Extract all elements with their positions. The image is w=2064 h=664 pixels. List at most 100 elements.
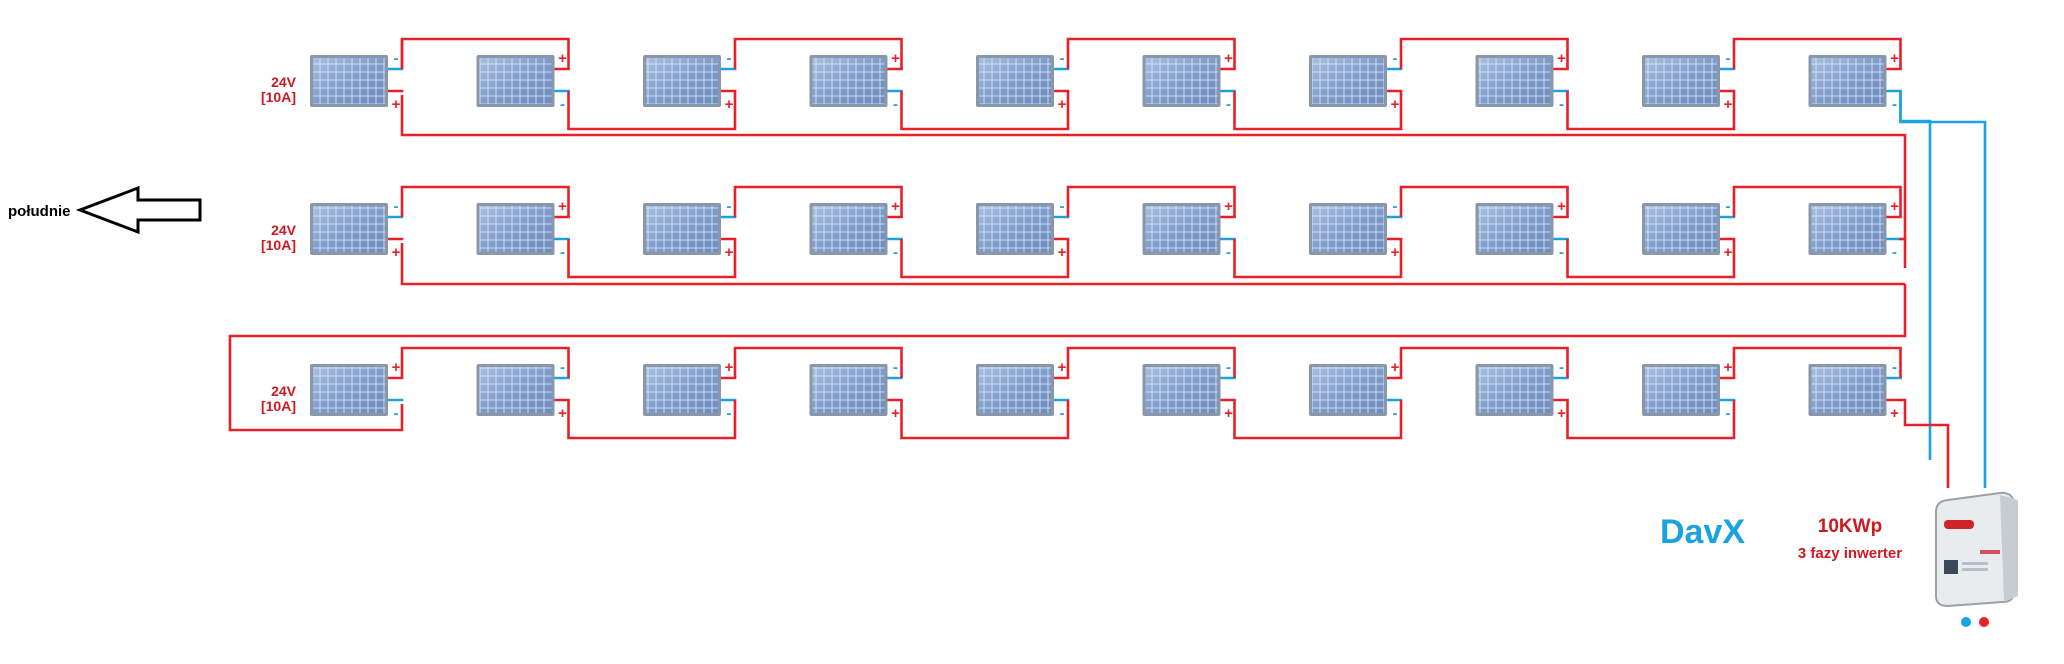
solar-panel-icon [476, 364, 555, 416]
plus-sign: + [1724, 359, 1733, 376]
row-labels: 24V[10A]24V[10A]24V[10A] [261, 74, 297, 414]
plus-sign: + [558, 405, 567, 422]
wiring [228, 37, 1987, 488]
solar-panel-icon [1142, 55, 1221, 107]
panel-grid [812, 206, 885, 252]
plus-sign: + [1224, 405, 1233, 422]
row-link [400, 243, 1905, 286]
panel-grid [1478, 206, 1551, 252]
solar-panel-icon [310, 55, 388, 107]
solar-panel-icon [1642, 55, 1720, 107]
panel-grid [479, 367, 552, 413]
minus-sign: - [727, 198, 732, 215]
minus-sign: - [1726, 50, 1731, 67]
solar-panel-icon [1475, 55, 1554, 107]
panel-grid [1478, 367, 1551, 413]
minus-sign: - [1559, 96, 1564, 113]
minus-sign: - [1892, 244, 1897, 261]
minus-sign: - [1892, 96, 1897, 113]
plus-sign: + [1890, 50, 1899, 67]
minus-sign: - [394, 50, 399, 67]
plus-sign: + [891, 50, 900, 67]
solar-panel-icon [1642, 203, 1720, 255]
series-link [567, 400, 737, 440]
solar-panel-icon [1642, 364, 1720, 416]
series-link [1732, 185, 1902, 217]
plus-sign: + [1557, 405, 1566, 422]
row-current: [10A] [261, 89, 296, 105]
row-voltage: 24V [271, 222, 297, 238]
series-link [900, 400, 1070, 440]
inverter-terminals [1961, 617, 1989, 627]
series-link [733, 37, 903, 69]
series-link [900, 239, 1070, 279]
minus-sign: - [1559, 244, 1564, 261]
panel-grid [1645, 58, 1717, 104]
panel-array: -++--++--++--++--++--++--++--++--++--++-… [310, 50, 1899, 422]
series-link [1233, 239, 1403, 279]
series-link [1566, 400, 1736, 440]
minus-sign: - [1226, 359, 1231, 376]
solar-panel-icon [643, 203, 721, 255]
solar-panel-icon [476, 55, 555, 107]
plus-sign: + [1890, 198, 1899, 215]
panel-grid [1312, 58, 1384, 104]
plus-sign: + [725, 96, 734, 113]
plus-sign: + [1724, 244, 1733, 261]
minus-sign: - [560, 244, 565, 261]
plus-sign: + [558, 50, 567, 67]
minus-sign: - [893, 96, 898, 113]
plus-sign: + [891, 405, 900, 422]
series-link [1732, 37, 1902, 69]
panel-grid [313, 206, 385, 252]
solar-panel-icon [809, 55, 888, 107]
solar-panel-icon [643, 55, 721, 107]
panel-grid [1145, 206, 1218, 252]
inverter-positive [1900, 398, 1950, 488]
inverter-description: 3 fazy inwerter [1798, 545, 1902, 562]
series-link [1732, 346, 1902, 378]
solar-panel-icon [1475, 364, 1554, 416]
plus-sign: + [558, 198, 567, 215]
minus-sign: - [560, 359, 565, 376]
panel-grid [1811, 206, 1884, 252]
solar-panel-icon [1808, 55, 1887, 107]
plus-sign: + [1391, 96, 1400, 113]
series-link [1566, 239, 1736, 279]
series-link [1066, 185, 1236, 217]
minus-sign: - [1060, 405, 1065, 422]
minus-sign: - [1726, 405, 1731, 422]
series-link [733, 346, 903, 378]
solar-panel-icon [1142, 364, 1221, 416]
panel-grid [1145, 58, 1218, 104]
solar-panel-icon [1475, 203, 1554, 255]
plus-sign: + [891, 198, 900, 215]
solar-panel-icon [1309, 55, 1387, 107]
plus-sign: + [1724, 96, 1733, 113]
minus-sign: - [560, 96, 565, 113]
minus-sign: - [1726, 198, 1731, 215]
row-current: [10A] [261, 398, 296, 414]
plus-sign: + [1224, 50, 1233, 67]
minus-sign: - [1060, 198, 1065, 215]
plus-sign: + [1890, 405, 1899, 422]
series-link [1399, 37, 1569, 69]
minus-sign: - [893, 359, 898, 376]
inverter-negative [1899, 91, 1987, 488]
minus-sign: - [1060, 50, 1065, 67]
series-link [567, 91, 737, 131]
solar-panel-icon [976, 55, 1054, 107]
negative-terminal-icon [1961, 617, 1971, 627]
series-link [733, 185, 903, 217]
panel-grid [1312, 367, 1384, 413]
plus-sign: + [1224, 198, 1233, 215]
compass-label: południe [8, 203, 71, 220]
panel-grid [1811, 367, 1884, 413]
panel-grid [979, 206, 1051, 252]
solar-panel-icon [976, 203, 1054, 255]
series-link [900, 91, 1070, 131]
series-link [567, 239, 737, 279]
series-link [1566, 91, 1736, 131]
panel-grid [1645, 367, 1717, 413]
minus-sign: - [1393, 198, 1398, 215]
